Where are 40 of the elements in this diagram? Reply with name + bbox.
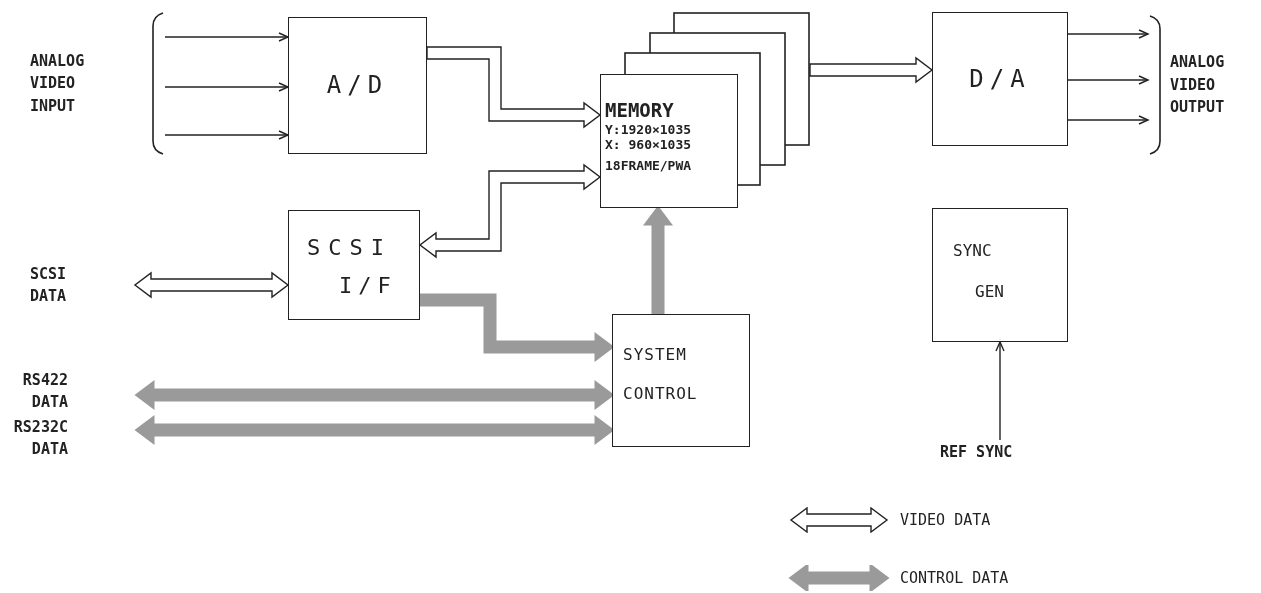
memory-label: MEMORY — [605, 99, 675, 122]
memory-label: X: 960×1035 — [605, 137, 693, 153]
block-label: SYNC — [953, 241, 992, 261]
legend-label: VIDEO DATA — [900, 511, 991, 529]
signal-arrow — [1067, 75, 1149, 85]
control-bus-arrow — [134, 380, 615, 410]
block-label: D/A — [969, 64, 1031, 94]
block-label: CONTROL — [623, 384, 698, 404]
signal-arrow — [164, 130, 289, 140]
signal-arrow — [995, 341, 1005, 441]
memory-label: 18FRAME/PWA — [605, 158, 693, 174]
block-label: I/F — [339, 273, 397, 300]
signal-arrow — [164, 32, 289, 42]
block-box — [612, 314, 750, 447]
block-label: SCSI — [307, 235, 392, 262]
signal-label: REF SYNC — [940, 441, 1013, 463]
video-bus-arrow — [426, 46, 602, 129]
signal-arrow — [1067, 115, 1149, 125]
control-bus-arrow — [643, 205, 673, 316]
signal-label: ANALOG VIDEO INPUT — [30, 50, 86, 117]
memory-label: Y:1920×1035 — [605, 121, 693, 138]
control-bus-arrow — [418, 293, 615, 362]
video-bus-arrow — [418, 163, 602, 259]
signal-label: ANALOG VIDEO OUTPUT — [1170, 52, 1226, 119]
legend-label: CONTROL DATA — [900, 569, 1009, 587]
signal-label: RS422 DATA — [21, 369, 68, 413]
block-box — [288, 17, 427, 154]
block-box — [932, 208, 1068, 342]
block-box — [288, 210, 420, 320]
block-box — [932, 12, 1068, 146]
signal-label: RS232C DATA — [12, 416, 68, 460]
video-bus-arrow — [133, 271, 290, 299]
video-bus-arrow — [809, 56, 934, 84]
block-label: A/D — [326, 71, 389, 100]
signal-label: SCSI DATA — [30, 263, 68, 307]
block-label: GEN — [975, 282, 1004, 302]
signal-arrow — [164, 82, 289, 92]
control-bus-arrow — [134, 415, 615, 445]
signal-arrow — [1067, 29, 1149, 39]
block-label: SYSTEM — [623, 345, 687, 365]
